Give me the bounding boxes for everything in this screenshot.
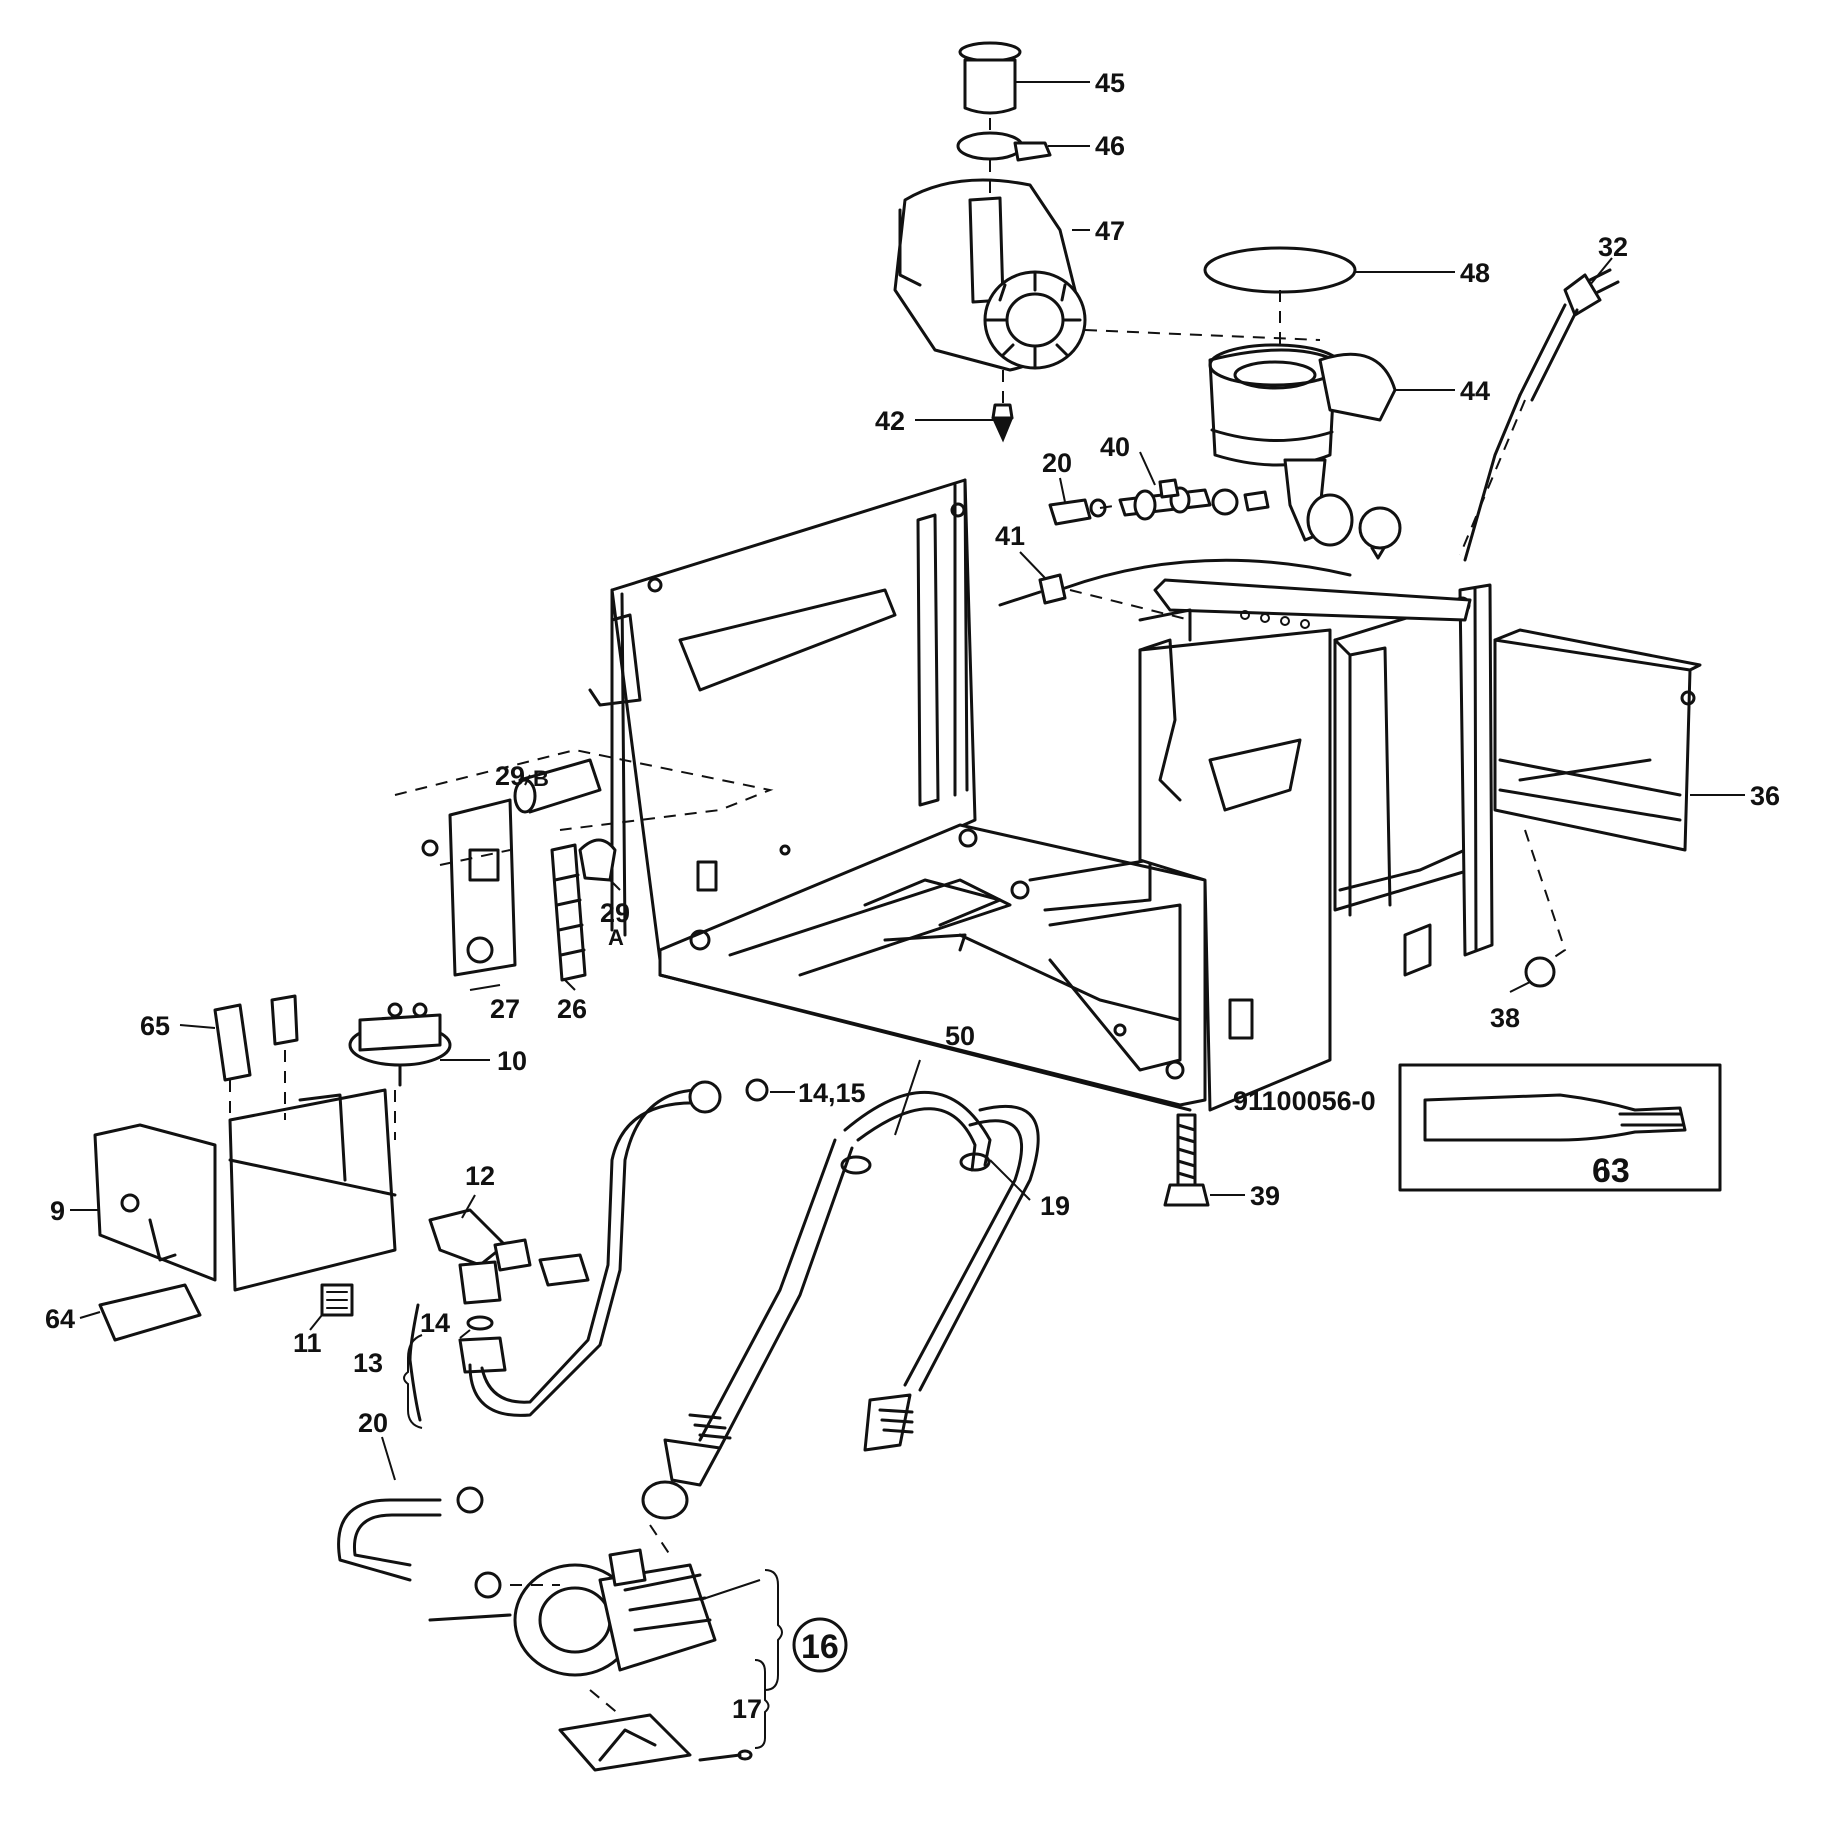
part-40-valve [1118, 478, 1270, 521]
part-20-top-connector [1048, 498, 1107, 526]
label-48: 48 [1460, 258, 1490, 288]
part-16-drain-pump [428, 1480, 717, 1677]
label-26: 26 [557, 994, 587, 1024]
part-39-screw [1163, 1113, 1210, 1207]
label-14: 14 [420, 1308, 450, 1338]
label-44: 44 [1460, 376, 1490, 406]
clip-ring [1358, 506, 1402, 560]
label-29b-num: 29 [495, 761, 525, 791]
label-11: 11 [293, 1328, 322, 1358]
label-41: 41 [995, 521, 1025, 551]
part-13-hose [408, 1080, 722, 1422]
label-65: 65 [140, 1011, 170, 1041]
part-50-hose [663, 1090, 992, 1487]
part-65-switch [213, 994, 299, 1082]
part-27-bracket [421, 798, 517, 977]
leader-lines [70, 81, 1745, 1749]
part-41-sensor [998, 558, 1352, 607]
label-14-15: 14,15 [798, 1078, 866, 1108]
part-48-ring [1203, 246, 1357, 294]
label-17: 17 [732, 1694, 762, 1724]
label-12: 12 [465, 1161, 495, 1191]
label-47: 47 [1095, 216, 1125, 246]
part-26-terminal [550, 843, 587, 982]
label-20-top: 20 [1042, 448, 1072, 478]
label-29a-letter: A [608, 925, 624, 950]
label-inset-code: 91100056-0 [1233, 1086, 1376, 1116]
label-16: 16 [801, 1628, 839, 1666]
label-50: 50 [945, 1021, 975, 1051]
label-27: 27 [490, 994, 520, 1024]
label-32: 32 [1598, 232, 1628, 262]
label-42: 42 [875, 406, 905, 436]
assembly-lines [229, 118, 1567, 1716]
label-13: 13 [353, 1348, 383, 1378]
label-16-circled: 16 [792, 1617, 848, 1673]
part-32-power-cord [1463, 268, 1620, 562]
label-38: 38 [1490, 1003, 1520, 1033]
label-63: 63 [1592, 1152, 1630, 1190]
part-29a-holder [578, 838, 617, 882]
part-42-nozzle [991, 403, 1014, 443]
label-36: 36 [1750, 781, 1780, 811]
part-10-pressure-switch [348, 1002, 452, 1087]
part-labels: 45 46 47 48 44 32 42 40 20 41 36 38 39 9… [45, 68, 1780, 1724]
part-45-cap [958, 41, 1022, 115]
part-17-bracket [558, 1713, 753, 1772]
part-36-rail [1493, 628, 1702, 852]
label-40: 40 [1100, 432, 1130, 462]
label-39: 39 [1250, 1181, 1280, 1211]
part-11-filter [320, 1283, 354, 1317]
label-29a-num: 29 [600, 898, 630, 928]
label-64: 64 [45, 1304, 75, 1334]
inset-63-box [1398, 1063, 1722, 1192]
label-29b-letter: B [533, 766, 549, 791]
label-19: 19 [1040, 1191, 1070, 1221]
part-9-housing [93, 1088, 397, 1292]
part-46-clamp [956, 131, 1052, 162]
label-9: 9 [50, 1196, 65, 1226]
part-44-sump [1208, 343, 1397, 547]
label-20-bottom: 20 [358, 1408, 388, 1438]
part-64-clip [98, 1283, 202, 1342]
part-29b-capacitor [513, 758, 602, 814]
frame-base [588, 478, 1494, 1112]
label-10: 10 [497, 1046, 527, 1076]
part-19-hose [840, 1104, 1040, 1452]
part-20-u-hose [337, 1486, 502, 1599]
part-38-cap [1524, 956, 1556, 988]
part-47-motor [893, 178, 1087, 372]
part-12-inlet-valve [428, 1208, 590, 1305]
part-14-washer [745, 1078, 769, 1102]
label-46: 46 [1095, 131, 1125, 161]
label-45: 45 [1095, 68, 1125, 98]
